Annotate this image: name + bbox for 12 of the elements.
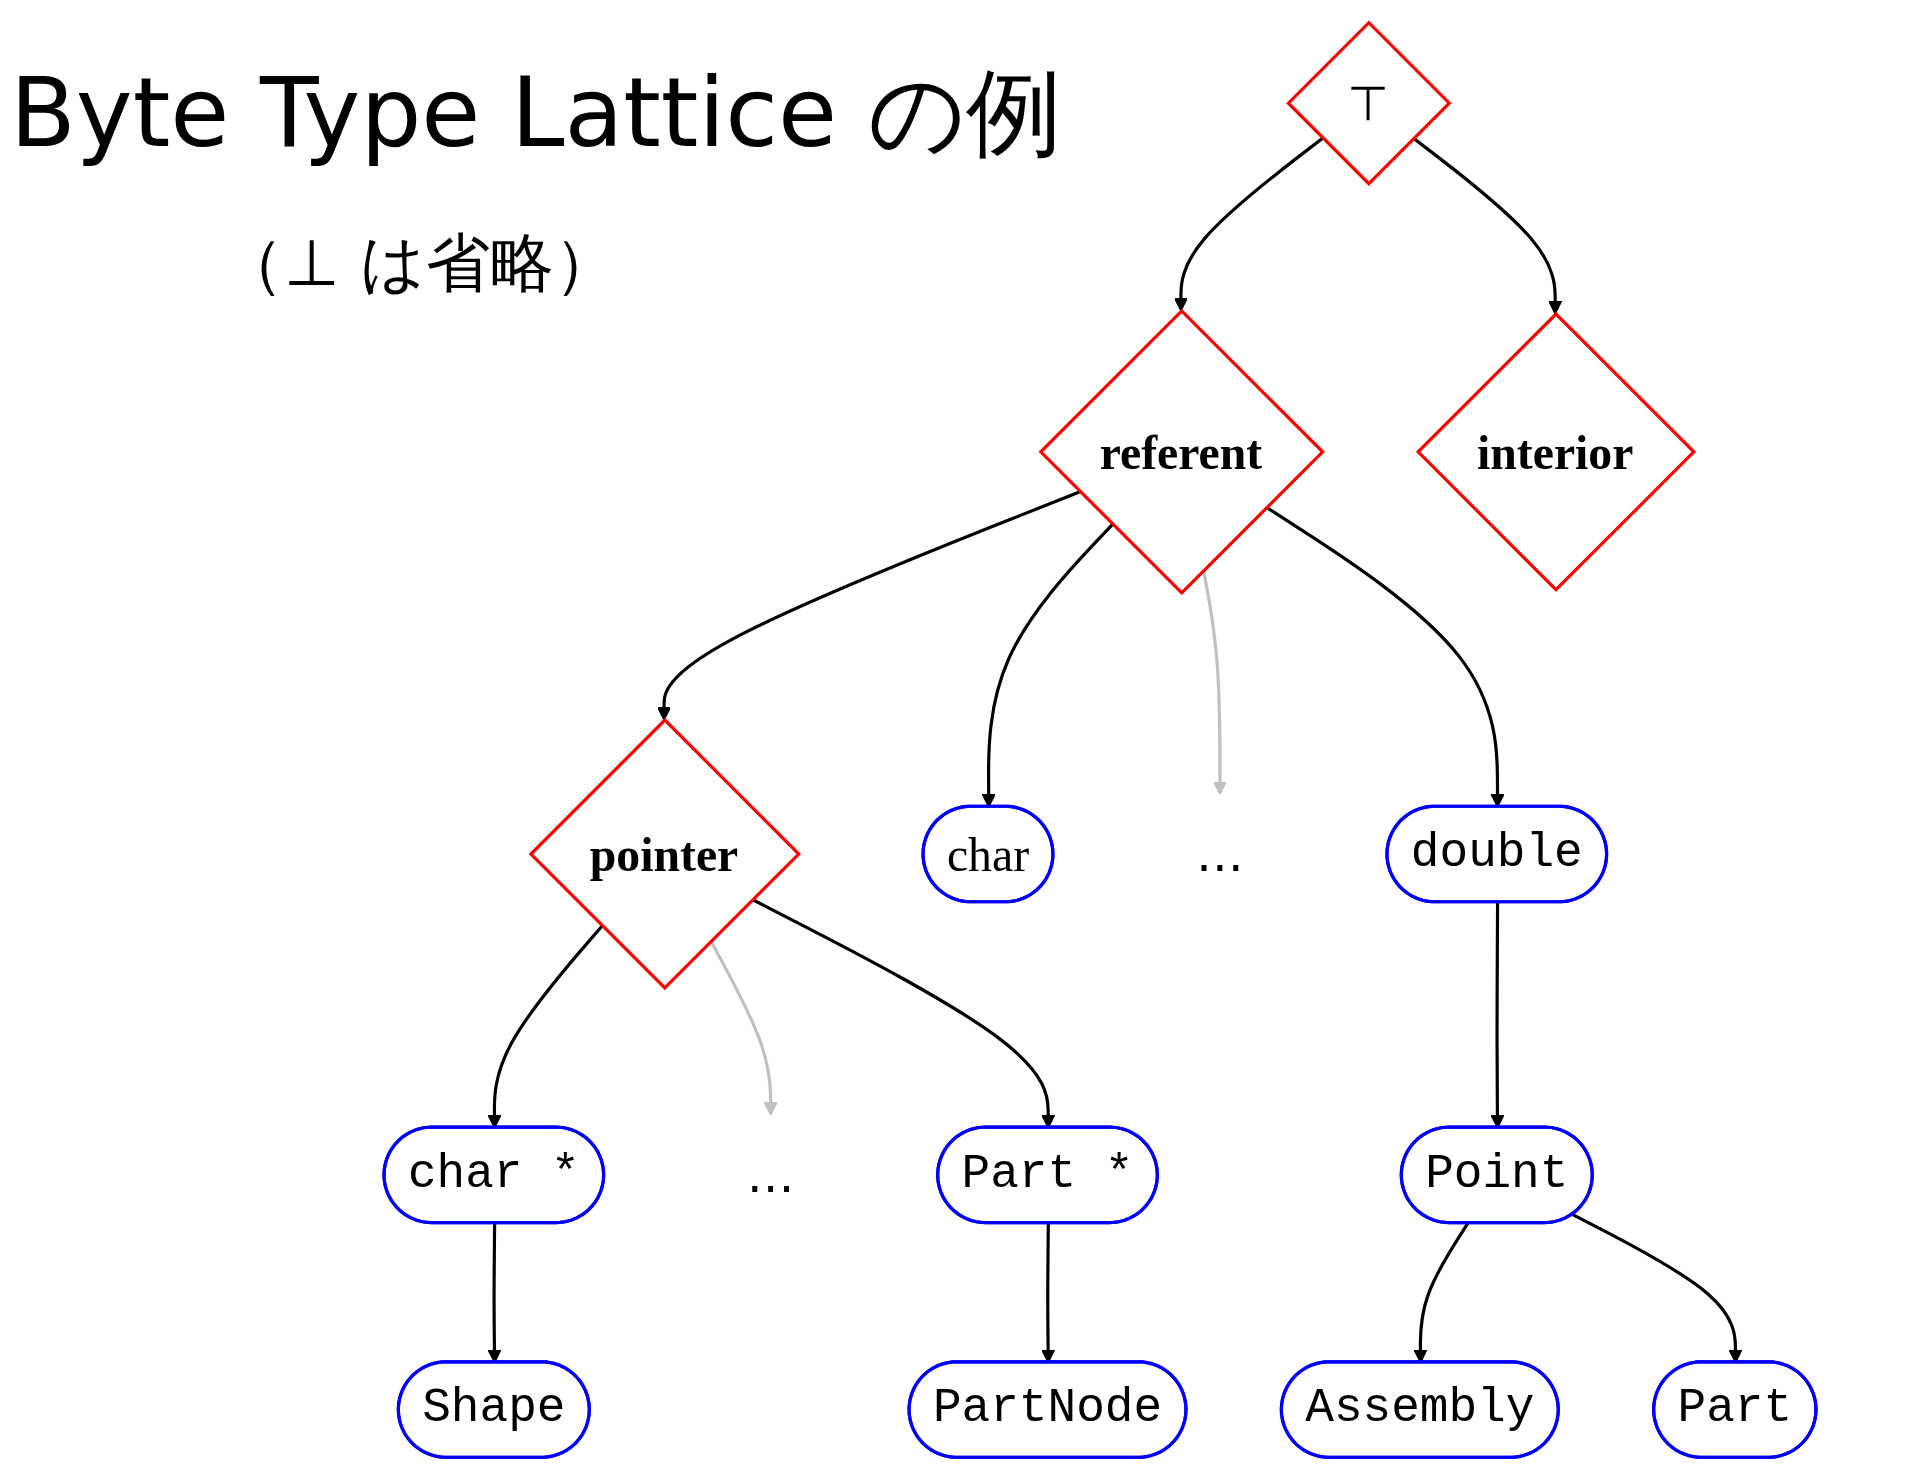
arrow	[1412, 136, 1563, 315]
node-diamond: interior	[1415, 311, 1697, 592]
arrow	[1173, 136, 1324, 312]
node-text: …	[746, 1147, 795, 1203]
node-text: …	[1196, 826, 1244, 882]
node-diamond: pointer	[528, 717, 801, 991]
node-diamond: referent	[1038, 308, 1325, 596]
title: Byte Type Lattice の例	[10, 56, 1062, 171]
node-diamond: ⊤	[1286, 20, 1452, 186]
arrow	[709, 940, 778, 1116]
arrow	[657, 490, 1081, 721]
note: （⊥ は省略）	[220, 225, 619, 302]
